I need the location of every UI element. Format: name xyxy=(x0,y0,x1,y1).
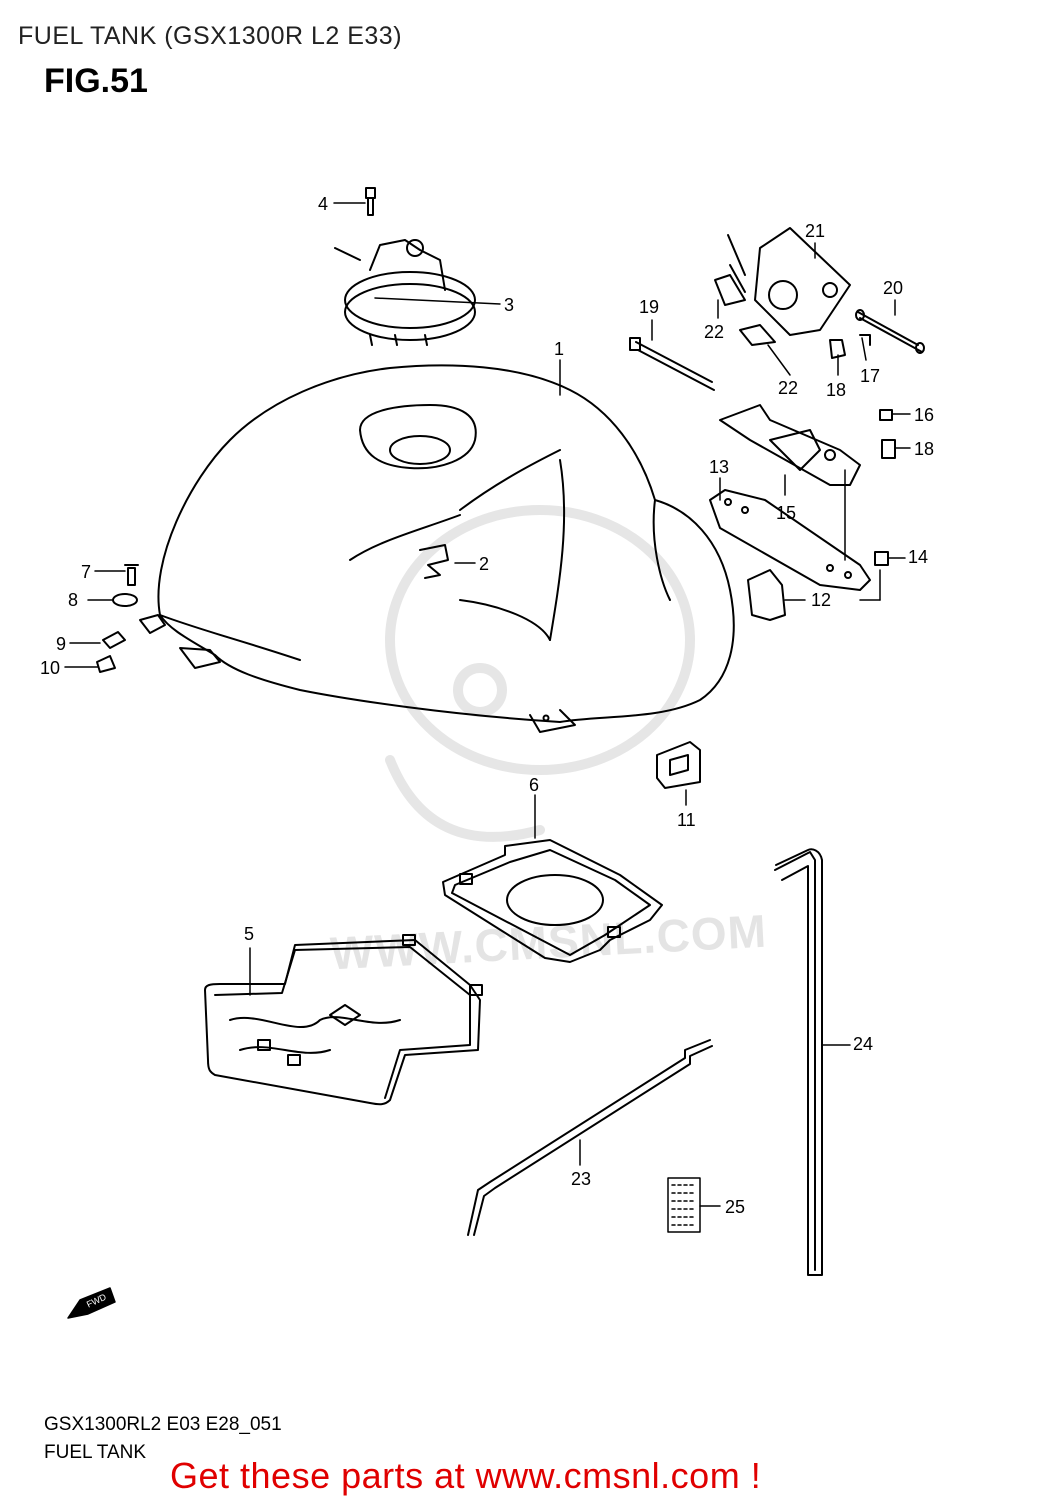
callout-numbers: 1 2 3 4 5 6 7 8 9 10 11 12 13 14 15 16 1… xyxy=(40,194,934,1217)
callout-19: 19 xyxy=(639,297,659,317)
callout-3: 3 xyxy=(504,295,514,315)
left-hardware-part xyxy=(96,564,221,673)
callout-24: 24 xyxy=(853,1034,873,1054)
hose-part xyxy=(774,848,823,1276)
gasket-frame-part xyxy=(442,839,663,963)
rubber-cushion-part xyxy=(747,569,786,621)
fuel-cap-part xyxy=(334,239,476,346)
figure-number: FIG.51 xyxy=(44,62,148,100)
callout-10: 10 xyxy=(40,658,60,678)
bolt-part xyxy=(365,187,376,216)
bracket-part xyxy=(719,404,861,486)
tank-sheet-part xyxy=(204,934,483,1106)
callout-25: 25 xyxy=(725,1197,745,1217)
callout-9: 9 xyxy=(56,634,66,654)
callout-16: 16 xyxy=(914,405,934,425)
callout-14: 14 xyxy=(908,547,928,567)
callout-22b: 22 xyxy=(778,378,798,398)
callout-11: 11 xyxy=(677,810,696,830)
fwd-arrow-icon xyxy=(67,1287,116,1319)
plate-part xyxy=(709,489,871,591)
watermark-logo xyxy=(385,505,695,842)
small-bolts-part xyxy=(829,334,896,566)
diagram-name: FUEL TANK xyxy=(44,1442,147,1463)
label-part xyxy=(667,1177,701,1233)
promo-link[interactable]: Get these parts at www.cmsnl.com ! xyxy=(170,1455,762,1496)
callout-17: 17 xyxy=(860,366,880,386)
callout-18a: 18 xyxy=(826,380,846,400)
callout-23: 23 xyxy=(571,1169,591,1189)
callout-1: 1 xyxy=(554,339,564,359)
callout-15: 15 xyxy=(776,503,796,523)
emblem-part xyxy=(419,544,449,579)
callout-21: 21 xyxy=(805,221,825,241)
fuel-tank-part xyxy=(157,364,735,733)
pin-part xyxy=(855,309,925,354)
callout-2: 2 xyxy=(479,554,489,574)
callout-22a: 22 xyxy=(704,322,724,342)
page-title: FUEL TANK (GSX1300R L2 E33) xyxy=(18,22,403,50)
callout-8: 8 xyxy=(68,590,78,610)
diagram-code: GSX1300RL2 E03 E28_051 xyxy=(44,1414,282,1435)
callout-13: 13 xyxy=(709,457,729,477)
long-bolt-part xyxy=(629,337,715,391)
callout-4: 4 xyxy=(318,194,328,214)
callout-7: 7 xyxy=(81,562,91,582)
hinge-part xyxy=(714,227,851,346)
callout-12: 12 xyxy=(811,590,831,610)
leader-lines xyxy=(64,202,911,1207)
drain-rod-part xyxy=(467,1039,713,1236)
callout-20: 20 xyxy=(883,278,903,298)
callout-5: 5 xyxy=(244,924,254,944)
callout-18b: 18 xyxy=(914,439,934,459)
cushion-part xyxy=(656,741,701,789)
callout-6: 6 xyxy=(529,775,539,795)
